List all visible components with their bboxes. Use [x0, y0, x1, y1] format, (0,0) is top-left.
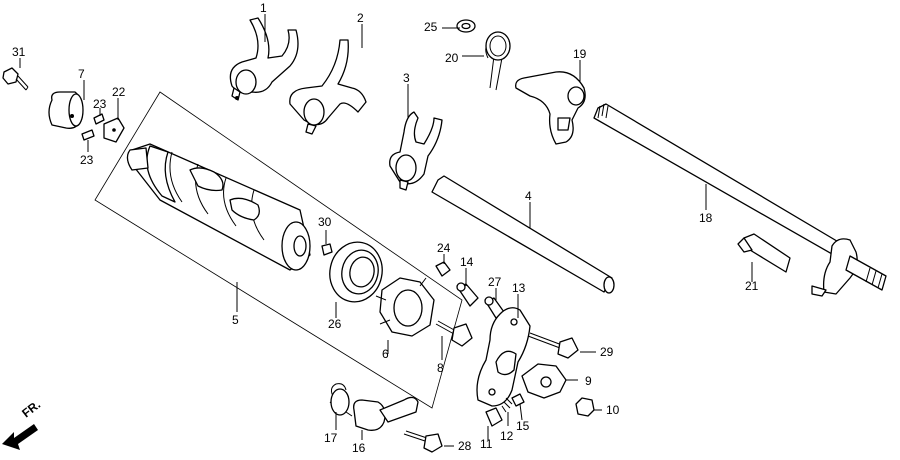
- part-28-bolt: [403, 430, 443, 453]
- callout-5: 5: [232, 313, 239, 327]
- callout-23-lower: 23: [80, 153, 94, 167]
- part-13-stopper-plate: [476, 307, 531, 407]
- part-11-collar: [485, 407, 503, 427]
- callout-17: 17: [324, 431, 338, 445]
- callout-4: 4: [525, 189, 532, 203]
- callout-11: 11: [480, 437, 493, 451]
- callout-8: 8: [437, 361, 444, 375]
- part-15-pin: [511, 393, 525, 407]
- callout-9: 9: [585, 374, 592, 388]
- callout-19: 19: [573, 47, 587, 61]
- part-31-bolt: [2, 67, 29, 91]
- callout-15: 15: [516, 419, 530, 433]
- part-23-pin-lower: [81, 129, 95, 141]
- callout-22: 22: [112, 85, 126, 99]
- callout-28: 28: [458, 439, 472, 453]
- part-4-fork-shaft: [431, 175, 615, 294]
- callout-7: 7: [78, 67, 85, 81]
- callout-leader-lines: [19, 14, 753, 447]
- part-14-collar: [456, 282, 479, 307]
- part-19-shift-arm: [515, 71, 586, 145]
- part-30-pin: [321, 243, 333, 256]
- part-5-shift-drum: [126, 143, 311, 271]
- part-10-nut: [575, 397, 595, 417]
- part-26-bearing: [329, 241, 383, 303]
- callout-2: 2: [357, 11, 364, 25]
- part-20-spring: [485, 31, 511, 91]
- callout-10: 10: [606, 403, 620, 417]
- callout-14: 14: [460, 255, 474, 269]
- front-direction-label: FR.: [19, 397, 43, 420]
- part-8-bolt: [435, 320, 473, 347]
- callout-1: 1: [260, 1, 267, 15]
- part-1-shift-fork: [229, 17, 299, 101]
- front-direction-arrow: FR.: [2, 397, 43, 450]
- callout-29: 29: [600, 345, 614, 359]
- callout-25: 25: [424, 20, 438, 34]
- part-7-bearing-cap: [48, 91, 84, 129]
- callout-27: 27: [488, 275, 502, 289]
- callout-12: 12: [500, 429, 514, 443]
- part-22-plate: [103, 117, 125, 143]
- callout-31: 31: [12, 45, 26, 59]
- part-6-drum-center: [375, 277, 435, 337]
- callout-24: 24: [437, 241, 451, 255]
- part-17-spring: [329, 383, 353, 417]
- callout-13: 13: [512, 281, 526, 295]
- part-24-washer: [435, 261, 451, 277]
- part-16-drum-stopper: [353, 396, 419, 431]
- callout-6: 6: [382, 347, 389, 361]
- part-25-washer: [456, 19, 476, 33]
- part-21-stud-bolt: [737, 233, 791, 273]
- part-29-bolt: [527, 332, 579, 359]
- part-9-stopper-arm: [521, 363, 567, 399]
- group-boundary-outline: [94, 91, 463, 409]
- callout-21: 21: [745, 279, 759, 293]
- callout-labels: 1 2 3 4 5 6 7 8 9 10 11 12 13 14 15 16 1…: [12, 1, 759, 455]
- callout-26: 26: [328, 317, 342, 331]
- part-2-shift-fork: [289, 39, 367, 135]
- callout-20: 20: [445, 51, 459, 65]
- part-23-pin-upper: [93, 113, 105, 125]
- part-18-gearshift-spindle: [593, 103, 887, 297]
- callout-18: 18: [699, 211, 713, 225]
- part-3-shift-fork: [389, 111, 443, 191]
- callout-16: 16: [352, 441, 366, 455]
- callout-30: 30: [318, 215, 332, 229]
- callout-3: 3: [403, 71, 410, 85]
- callout-23-upper: 23: [93, 97, 107, 111]
- part-12-spring: [501, 397, 513, 413]
